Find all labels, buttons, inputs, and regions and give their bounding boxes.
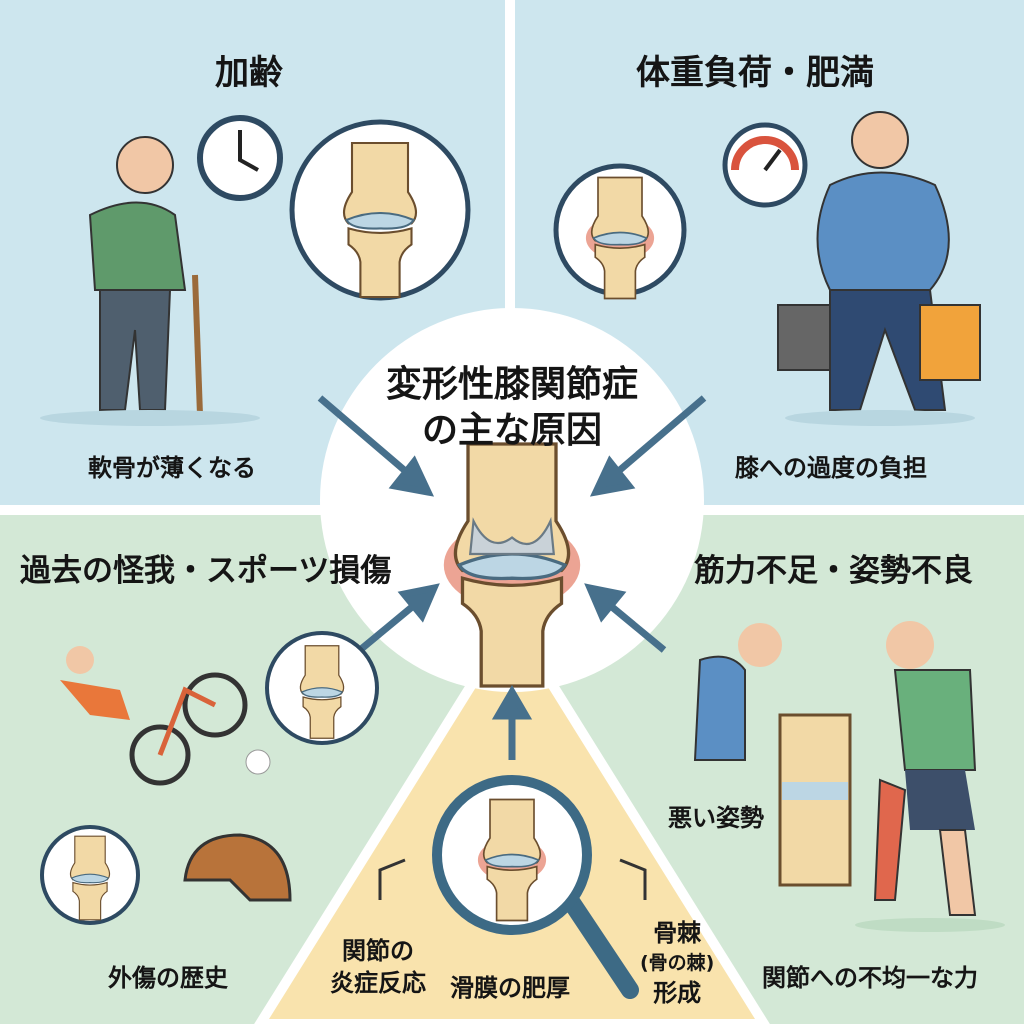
main-title-line1: 変形性膝関節症 (385, 364, 638, 405)
main-title: 変形性膝関節症 の主な原因 (322, 362, 702, 454)
heading-weight: 体重負荷・肥満 (636, 53, 874, 93)
label-joint-inflammation: 関節の 炎症反応 (330, 935, 426, 999)
label-joint-inflammation-line1: 関節の (342, 937, 414, 965)
caption-muscle: 関節への不均一な力 (762, 964, 978, 992)
caption-posture: 悪い姿勢 (668, 804, 764, 832)
heading-muscle: 筋力不足・姿勢不良 (694, 553, 973, 589)
heading-injury: 過去の怪我・スポーツ損傷 (20, 553, 392, 589)
label-osteophyte: 骨棘 (骨の棘) 形成 (640, 918, 714, 1008)
caption-aging: 軟骨が薄くなる (88, 454, 256, 482)
caption-weight: 膝への過度の負担 (735, 454, 927, 482)
label-osteophyte-line1: 骨棘 (653, 919, 702, 947)
caption-injury: 外傷の歴史 (108, 964, 228, 992)
main-title-line2: の主な原因 (421, 410, 602, 451)
helmet-icon (183, 833, 292, 902)
label-joint-inflammation-line2: 炎症反応 (330, 969, 426, 997)
label-osteophyte-line2: (骨の棘) (640, 952, 715, 974)
label-synovial-thickening: 滑膜の肥厚 (450, 974, 570, 1002)
label-osteophyte-line3: 形成 (653, 979, 702, 1007)
heading-aging: 加齢 (215, 53, 283, 93)
